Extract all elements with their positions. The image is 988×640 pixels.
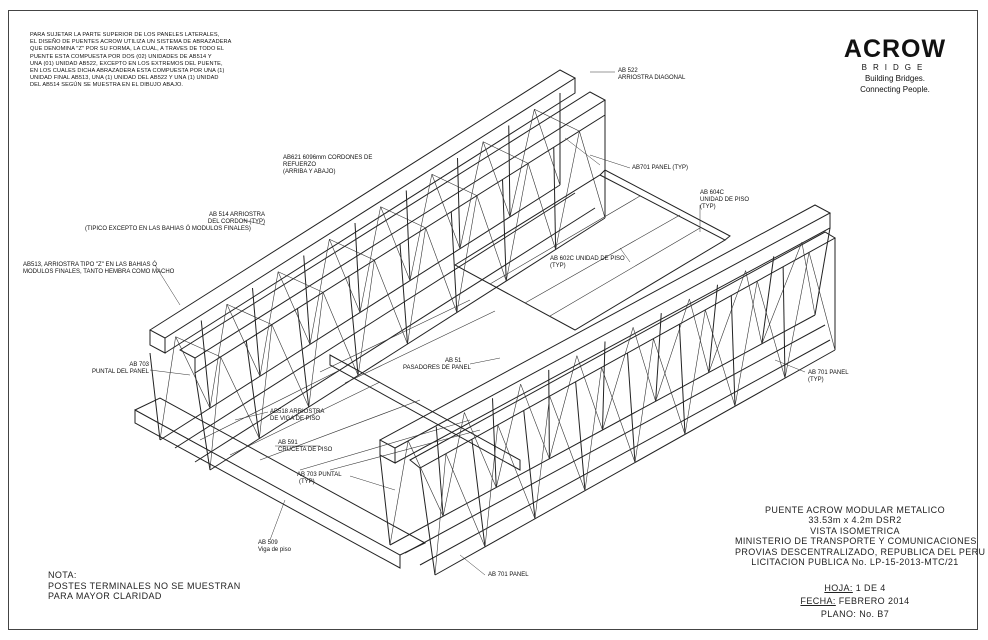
callout-line: PASADORES DE PANEL bbox=[403, 365, 471, 371]
callout-ab604c: AB 604C UNIDAD DE PISO (TYP) bbox=[700, 190, 749, 211]
sheet-border bbox=[8, 10, 978, 630]
callout-line: (TYP) bbox=[700, 204, 716, 210]
callout-line: AB 703 PUNTAL bbox=[297, 472, 342, 478]
callout-ab522: AB 522 ARRIOSTRA DIAGONAL bbox=[618, 68, 685, 82]
title-line: VISTA ISOMETRICA bbox=[810, 525, 900, 536]
top-note-line: DEL AB514 SEGÚN SE MUESTRA EN EL DIBUJO … bbox=[30, 82, 184, 89]
callout-line: DEL CORDON (TYP) bbox=[207, 219, 265, 225]
callout-line: (ARRIBA Y ABAJO) bbox=[283, 169, 336, 175]
top-note-line: UNIDAD FINAL AB513, UNA (1) UNIDAD DEL A… bbox=[30, 75, 219, 82]
right-truss bbox=[378, 204, 837, 576]
callout-line: (TYP) bbox=[808, 377, 824, 383]
top-note-line: QUE DENOMINA "Z" POR SU FORMA, LA CUAL, … bbox=[30, 46, 225, 53]
callout-line: AB 604C bbox=[700, 190, 725, 196]
hoja-row: HOJA: 1 DE 4 bbox=[780, 582, 930, 595]
top-note-line: EN LOS CUALES DICHA ABRAZADERA ESTA COMP… bbox=[30, 68, 225, 75]
callout-line: PUNTAL DEL PANEL bbox=[91, 369, 149, 375]
nota-line: NOTA: bbox=[48, 570, 77, 580]
callout-line: (TYP) bbox=[550, 263, 566, 269]
callout-line: AB 51 bbox=[445, 358, 462, 364]
plano-row: PLANO: No. B7 bbox=[780, 608, 930, 621]
callout-ab703-mid: AB 703 PUNTAL (TYP) bbox=[297, 472, 342, 486]
callout-ab514-note: (TIPICO EXCEPTO EN LAS BAHIAS Ó MODULOS … bbox=[85, 226, 251, 233]
fecha-value: FEBRERO 2014 bbox=[838, 596, 910, 606]
callout-ab602c: AB 602C UNIDAD DE PISO (TYP) bbox=[550, 256, 625, 270]
callout-ab701-top: AB701 PANEL (TYP) bbox=[632, 165, 688, 172]
nota-line: POSTES TERMINALES NO SE MUESTRAN bbox=[48, 580, 241, 591]
callout-line: (TYP) bbox=[299, 479, 315, 485]
logo-tagline-2: Connecting People. bbox=[860, 85, 930, 94]
hoja-value: 1 DE 4 bbox=[855, 583, 886, 593]
logo-wordmark: ACROW bbox=[843, 35, 947, 63]
plano-value: No. B7 bbox=[859, 609, 890, 619]
top-note-line: UNA (01) UNIDAD AB522, EXCEPTO EN LOS EX… bbox=[30, 60, 223, 67]
callout-ab591: AB 591 CRUCETA DE PISO bbox=[278, 440, 332, 454]
callout-line: Viga de piso bbox=[258, 547, 291, 553]
callout-ab703-left: AB 703 PUNTAL DEL PANEL bbox=[87, 362, 149, 376]
fecha-row: FECHA: FEBRERO 2014 bbox=[780, 595, 930, 608]
leader-lines bbox=[149, 71, 806, 576]
callout-line: AB 701 PANEL bbox=[488, 572, 529, 578]
title-block: PUENTE ACROW MODULAR METALICO 33.53m x 4… bbox=[735, 505, 986, 568]
callout-line: AB513, ARRIOSTRA TIPO "Z" EN LAS BAHIAS … bbox=[23, 262, 157, 268]
hoja-label: HOJA: bbox=[824, 583, 853, 593]
callout-ab513: AB513, ARRIOSTRA TIPO "Z" EN LAS BAHIAS … bbox=[23, 262, 174, 276]
callout-line: AB 703 bbox=[129, 362, 149, 368]
bottom-note: NOTA: POSTES TERMINALES NO SE MUESTRAN P… bbox=[48, 570, 241, 602]
callout-ab51: AB 51 PASADORES DE PANEL bbox=[403, 358, 471, 372]
callout-line: AB 514 ARRIOSTRA bbox=[208, 212, 265, 218]
callout-line: (TIPICO EXCEPTO EN LAS BAHIAS Ó MODULOS … bbox=[85, 226, 251, 232]
callout-line: REFUERZO bbox=[283, 162, 316, 168]
sheet-info: HOJA: 1 DE 4 FECHA: FEBRERO 2014 PLANO: … bbox=[780, 582, 930, 621]
callout-line: AB621 6096mm CORDONES DE bbox=[283, 155, 373, 161]
title-line: PROVIAS DESCENTRALIZADO, REPUBLICA DEL P… bbox=[735, 546, 986, 557]
callout-ab518: AB518 ARRIOSTRA DE VIGA DE PISO bbox=[270, 409, 324, 423]
logo-tagline-1: Building Bridges. bbox=[864, 74, 926, 83]
callout-line: AB 591 bbox=[278, 440, 298, 446]
callout-ab509: AB 509 Viga de piso bbox=[258, 540, 291, 554]
callout-line: AB518 ARRIOSTRA bbox=[270, 409, 325, 415]
top-note-line: PUENTE ESTA COMPUESTA POR DOS (02) UNIDA… bbox=[30, 53, 212, 60]
callout-line: AB 509 bbox=[258, 540, 278, 546]
callout-ab701-right: AB 701 PANEL (TYP) bbox=[808, 370, 849, 384]
logo-sub: BRIDGE bbox=[861, 63, 929, 72]
callout-line: AB701 PANEL (TYP) bbox=[632, 165, 689, 171]
callout-line: AB 602C UNIDAD DE PISO bbox=[550, 256, 625, 262]
fecha-label: FECHA: bbox=[800, 596, 836, 606]
callout-line: ARRIOSTRA DIAGONAL bbox=[618, 75, 686, 81]
floor-deck bbox=[454, 169, 731, 331]
left-truss bbox=[149, 69, 606, 471]
callout-line: AB 701 PANEL bbox=[808, 370, 849, 376]
callout-ab514: AB 514 ARRIOSTRA DEL CORDON (TYP) bbox=[190, 212, 265, 226]
acrow-logo: ACROW BRIDGE Building Bridges. Connectin… bbox=[840, 36, 950, 94]
callout-line: UNIDAD DE PISO bbox=[700, 197, 750, 203]
top-note-line: EL DISEÑO DE PUENTES ACROW UTILIZA UN SI… bbox=[30, 39, 232, 46]
callout-line: MODULOS FINALES, TANTO HEMBRA COMO MACHO bbox=[23, 269, 175, 275]
callout-line: CRUCETA DE PISO bbox=[278, 447, 333, 453]
callout-ab701-bottom: AB 701 PANEL bbox=[488, 572, 529, 579]
title-line: MINISTERIO DE TRANSPORTE Y COMUNICACIONE… bbox=[735, 536, 977, 547]
title-line: LICITACION PUBLICA No. LP-15-2013-MTC/21 bbox=[751, 557, 959, 568]
callout-line: AB 522 bbox=[618, 68, 638, 74]
top-note: PARA SUJETAR LA PARTE SUPERIOR DE LOS PA… bbox=[30, 32, 255, 90]
title-line: 33.53m x 4.2m DSR2 bbox=[808, 515, 902, 526]
top-note-line: PARA SUJETAR LA PARTE SUPERIOR DE LOS PA… bbox=[30, 32, 220, 38]
callout-ab621: AB621 6096mm CORDONES DE REFUERZO (ARRIB… bbox=[283, 155, 372, 176]
title-line: PUENTE ACROW MODULAR METALICO bbox=[765, 505, 945, 515]
plano-label: PLANO: bbox=[820, 609, 857, 619]
callout-line: DE VIGA DE PISO bbox=[270, 416, 321, 422]
nota-line: PARA MAYOR CLARIDAD bbox=[48, 591, 162, 601]
floor-beams bbox=[134, 299, 521, 569]
